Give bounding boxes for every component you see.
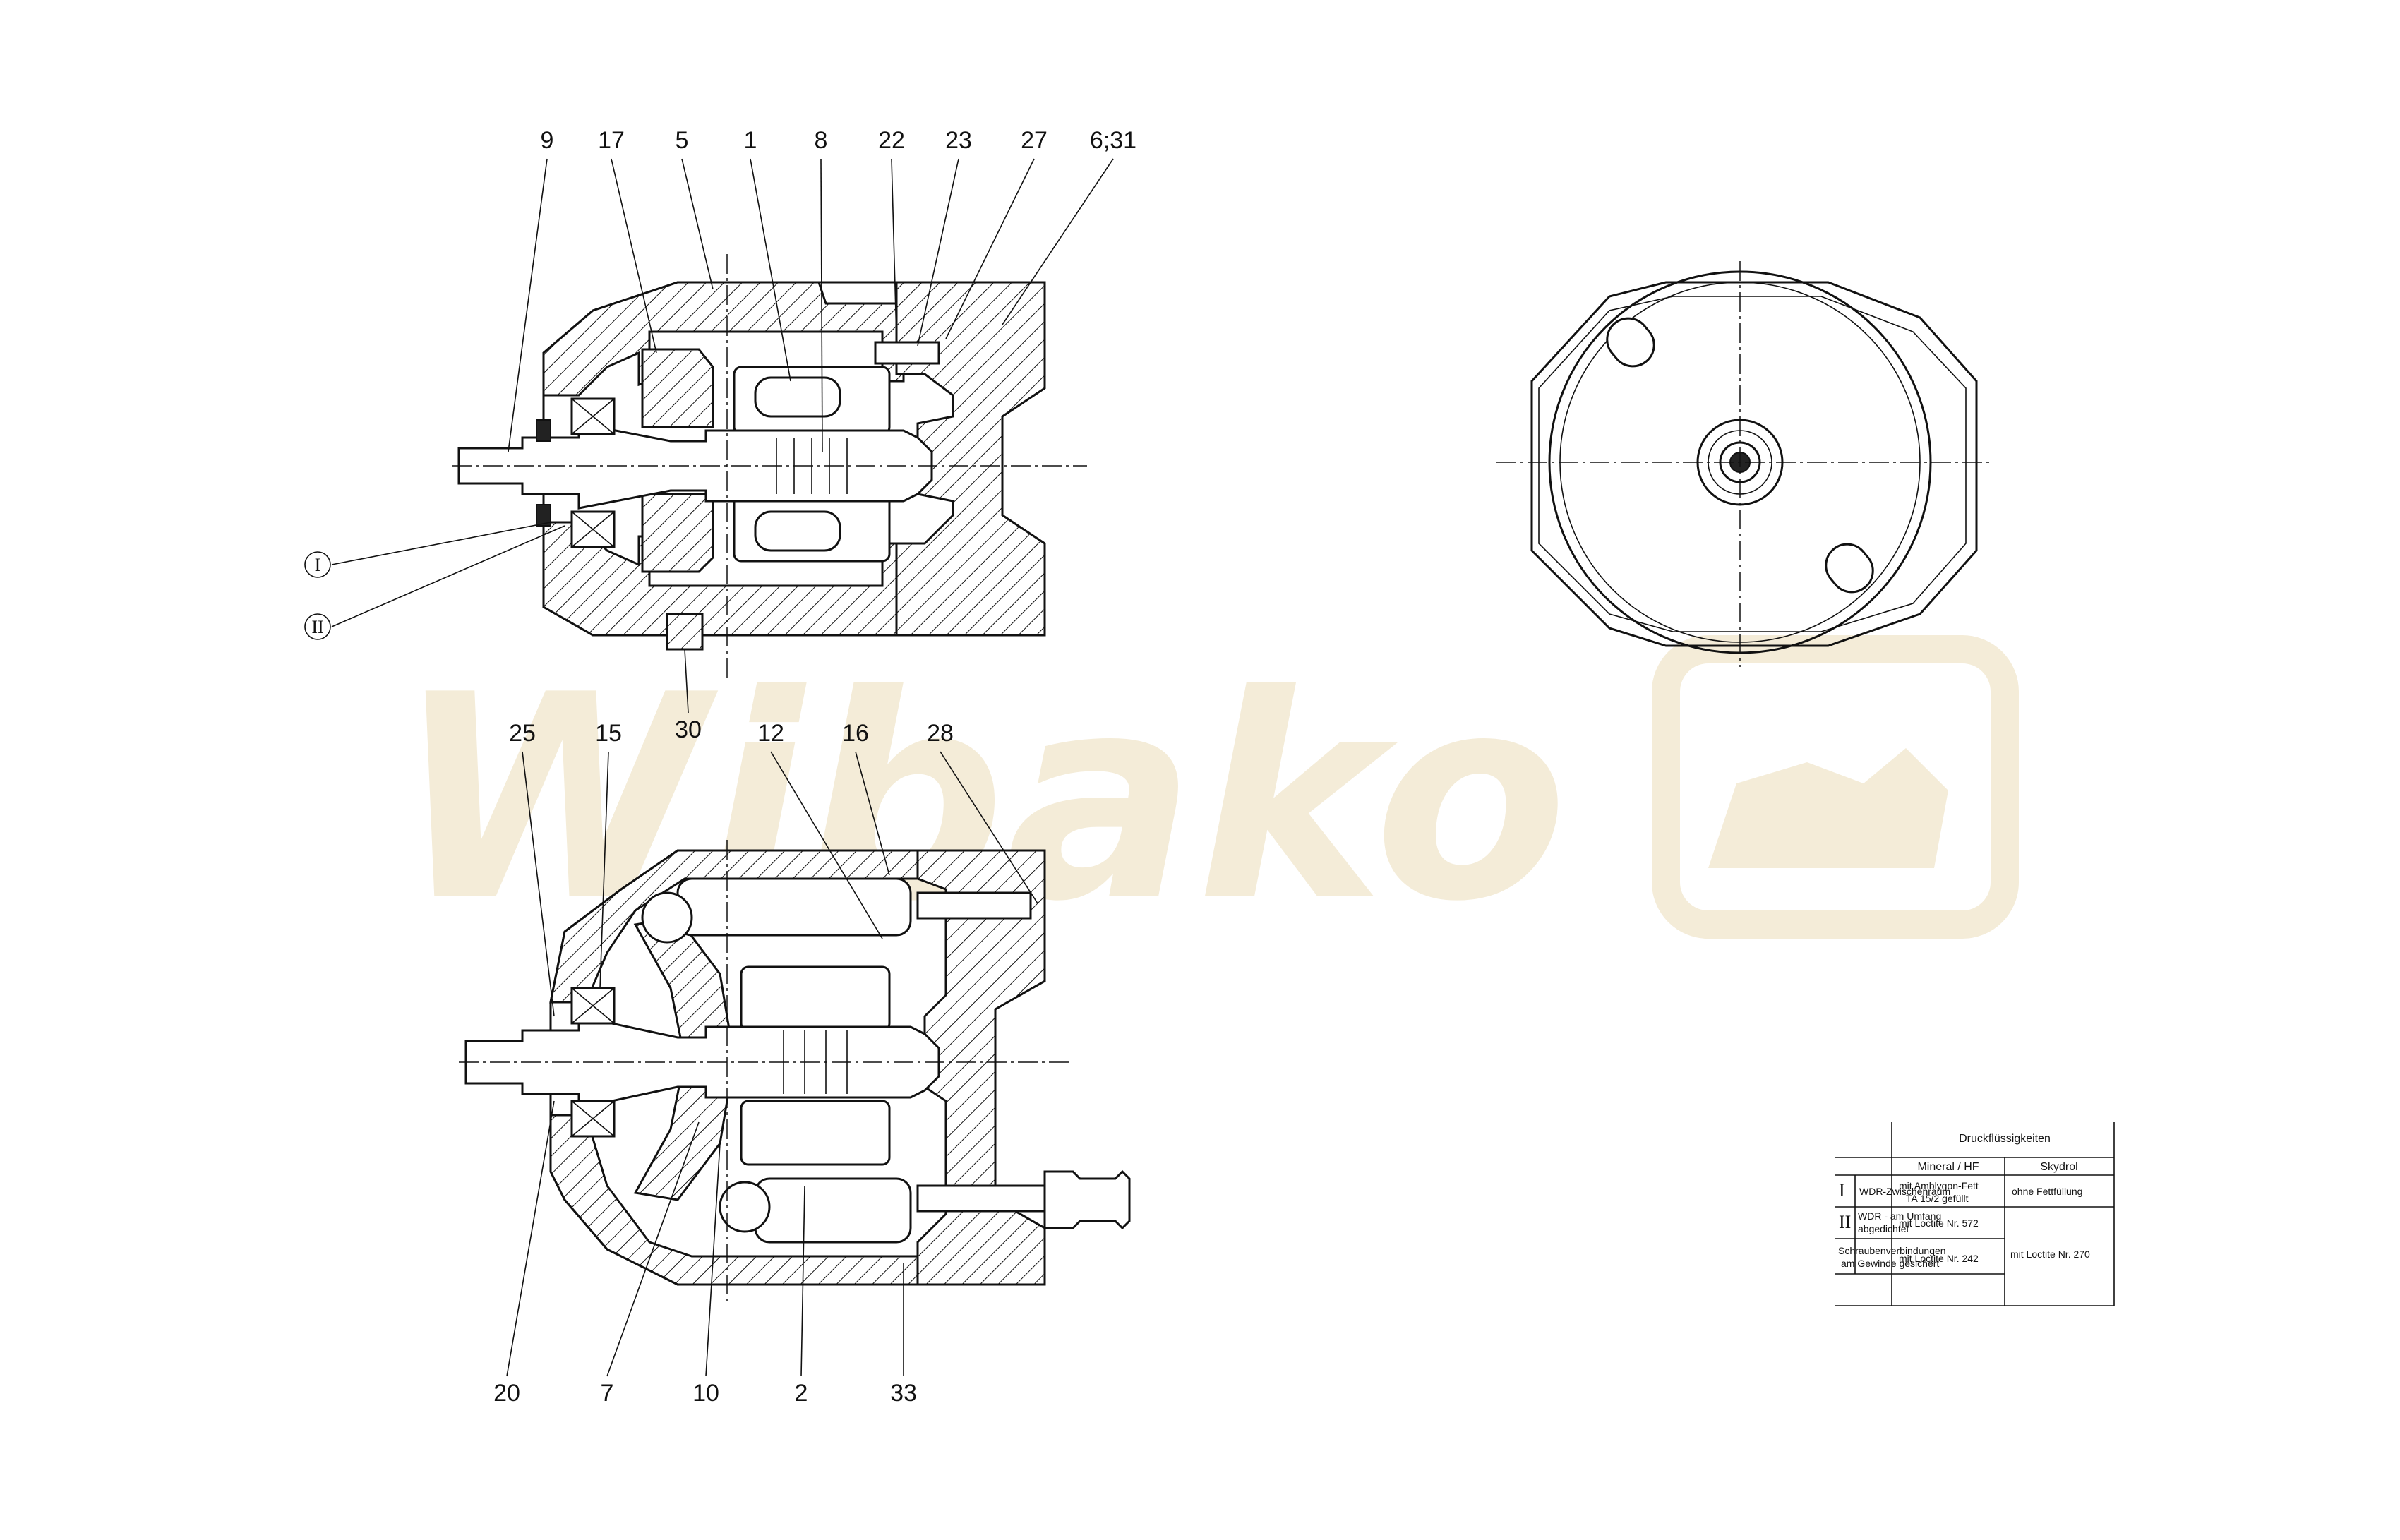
- row1-mineral-2-2: TA 15/2 gefüllt: [1906, 1193, 1969, 1204]
- bottom-leader-lines: [506, 751, 1038, 1377]
- callout-7: 7: [601, 1380, 614, 1407]
- callout-16: 16: [842, 720, 869, 747]
- swash-plate-upper: [641, 348, 714, 428]
- callout-5: 5: [676, 127, 689, 154]
- end-view-port-upper: [1606, 317, 1655, 368]
- row2-num-2: II: [1839, 1212, 1851, 1232]
- lower-cylinder-block-upper: [740, 965, 891, 1032]
- callout-15: 15: [595, 720, 622, 747]
- housing-lower-wall: [542, 521, 905, 637]
- row1-num-2: I: [1839, 1180, 1845, 1201]
- callout-30: 30: [675, 716, 702, 743]
- watermark: Wibako: [395, 635, 2019, 963]
- row2-label-2-2: abgedichtet: [1858, 1223, 1909, 1234]
- end-view-outline: [1530, 281, 1978, 647]
- callout-23: 23: [945, 127, 972, 154]
- watermark-logo-frame: [1652, 635, 2019, 939]
- marker-I: I: [315, 555, 321, 575]
- row2-label-1-2: WDR - am Umfang: [1858, 1210, 1941, 1222]
- callout-10: 10: [692, 1380, 719, 1407]
- callout-1: 1: [744, 127, 757, 154]
- callout-17: 17: [598, 127, 625, 154]
- piston-lower: [754, 510, 841, 552]
- callout-28: 28: [927, 720, 954, 747]
- hex-nut: [1043, 1169, 1131, 1230]
- port-cover: [895, 281, 1046, 637]
- row1-skydrol-2: ohne Fettfüllung: [2012, 1186, 2082, 1197]
- callout-25: 25: [509, 720, 536, 747]
- ball-joint-lower: [719, 1181, 771, 1233]
- callout-6-31: 6;31: [1090, 127, 1136, 154]
- piston-upper: [754, 376, 841, 418]
- end-view-port-lower: [1825, 543, 1874, 594]
- table-col-skydrol-2: Skydrol: [2040, 1161, 2077, 1173]
- ball-joint-upper: [641, 891, 693, 944]
- adjust-screw-lower: [916, 1184, 1046, 1213]
- swash-plate-lower: [641, 493, 714, 573]
- bottom-callouts: 25 15 12 16 28 20 7 10 2 33: [493, 720, 954, 1407]
- roman-markers: I II: [304, 551, 331, 640]
- cover-pin: [874, 341, 940, 365]
- table-header-group-2: Druckflüssigkeiten: [1959, 1133, 2051, 1145]
- callout-20: 20: [493, 1380, 520, 1407]
- row1-mineral-1-2: mit Amblygon-Fett: [1899, 1180, 1979, 1191]
- bottom-section-view: 25 15 12 16 28 20 7 10 2 33: [459, 720, 1131, 1407]
- callout-12: 12: [757, 720, 784, 747]
- row3-label-2-2: am Gewinde gesichert: [1841, 1258, 1939, 1269]
- adjust-screw-upper: [916, 891, 1032, 920]
- watermark-logo-tractor: [1708, 748, 1948, 868]
- top-leader-lines: [331, 158, 1114, 714]
- row1-label-2: WDR-Zwischenraum: [1859, 1186, 1950, 1197]
- lower-cylinder-block-lower: [740, 1100, 891, 1166]
- table-col-mineral-2: Mineral / HF: [1917, 1161, 1979, 1173]
- lower-port-cover: [916, 849, 1046, 1286]
- callout-33: 33: [890, 1380, 917, 1407]
- callout-8: 8: [815, 127, 828, 154]
- fluid-table-frame: Druckflüssigkeiten Mineral / HF Skydrol …: [1835, 1122, 2115, 1306]
- row3-label-1-2: Schraubenverbindungen: [1838, 1245, 1946, 1256]
- row3-mineral-2: mit Loctite Nr. 242: [1899, 1253, 1979, 1264]
- top-callouts: 9 17 5 1 8 22 23 27 6;31 30: [541, 127, 1137, 743]
- control-piston-lower: [754, 1177, 912, 1244]
- row2-skydrol-2: mit Loctite Nr. 270: [2010, 1249, 2090, 1260]
- callout-27: 27: [1021, 127, 1048, 154]
- callout-9: 9: [541, 127, 554, 154]
- shaft-seal-lower: [536, 504, 551, 527]
- drain-plug: [666, 613, 704, 651]
- marker-II: II: [311, 617, 323, 637]
- front-end-view: [1496, 261, 1991, 667]
- top-section-view: 9 17 5 1 8 22 23 27 6;31 30: [304, 127, 1137, 743]
- callout-22: 22: [878, 127, 905, 154]
- row2-mineral-2: mit Loctite Nr. 572: [1899, 1217, 1979, 1229]
- callout-2: 2: [795, 1380, 808, 1407]
- shaft-seal-upper: [536, 419, 551, 442]
